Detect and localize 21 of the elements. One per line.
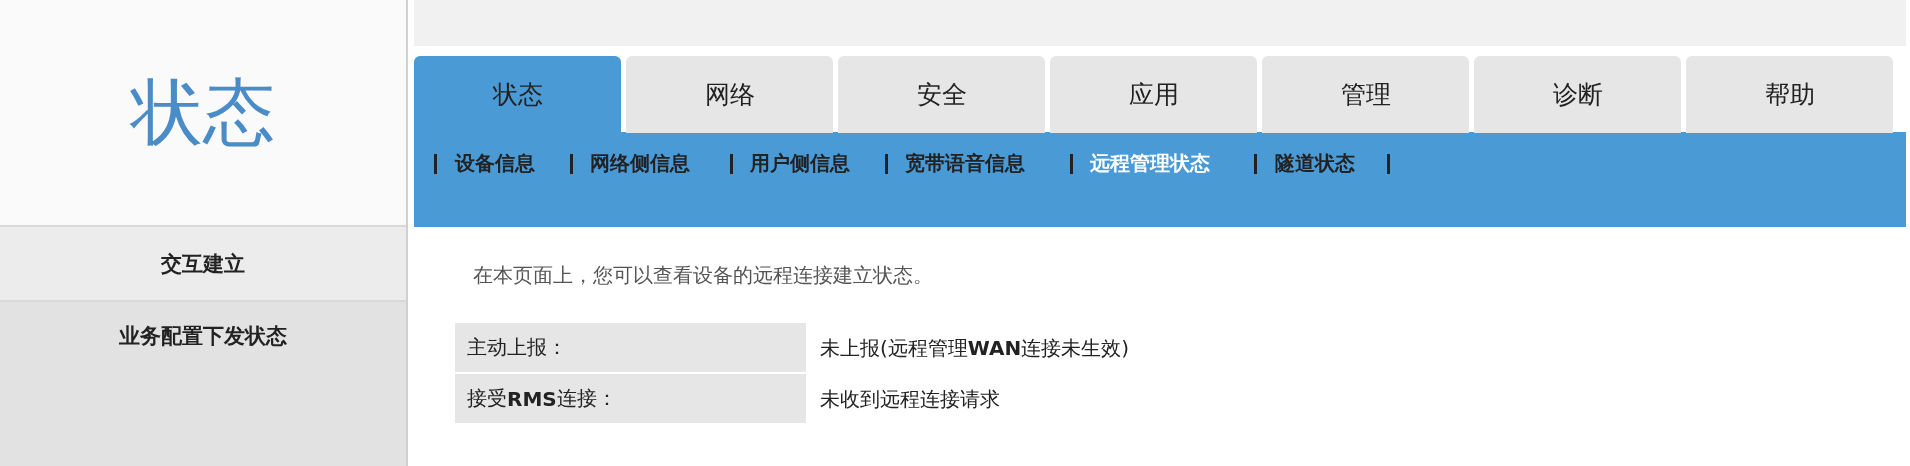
- intro-text: 在本页面上，您可以查看设备的远程连接建立状态。: [473, 262, 933, 289]
- tab: 状态: [414, 56, 621, 133]
- tab: 管理: [1262, 56, 1469, 133]
- menu-item: 交互建立: [0, 227, 406, 302]
- label-cell: 接受RMS连接：: [455, 374, 806, 423]
- nav-link: 宽带语音信息: [905, 150, 1025, 177]
- menu-item: 业务配置下发状态: [0, 302, 406, 466]
- tab: 应用: [1050, 56, 1257, 133]
- label-cell: 主动上报：: [455, 323, 806, 372]
- value-text: 未上报(远程管理WAN连接未生效): [820, 334, 1129, 362]
- tab: 帮助: [1686, 56, 1893, 133]
- nav-link: 设备信息: [455, 150, 535, 177]
- nav-link: 隧道状态: [1275, 150, 1355, 177]
- nav-link: 网络侧信息: [590, 150, 690, 177]
- value-text: 未收到远程连接请求: [820, 385, 1000, 413]
- tab: 网络: [626, 56, 833, 133]
- nav-link: 用户侧信息: [750, 150, 850, 177]
- nav-link: 远程管理状态: [1090, 150, 1210, 177]
- tab: 诊断: [1474, 56, 1681, 133]
- title-panel: 状态: [0, 0, 406, 227]
- tab: 安全: [838, 56, 1045, 133]
